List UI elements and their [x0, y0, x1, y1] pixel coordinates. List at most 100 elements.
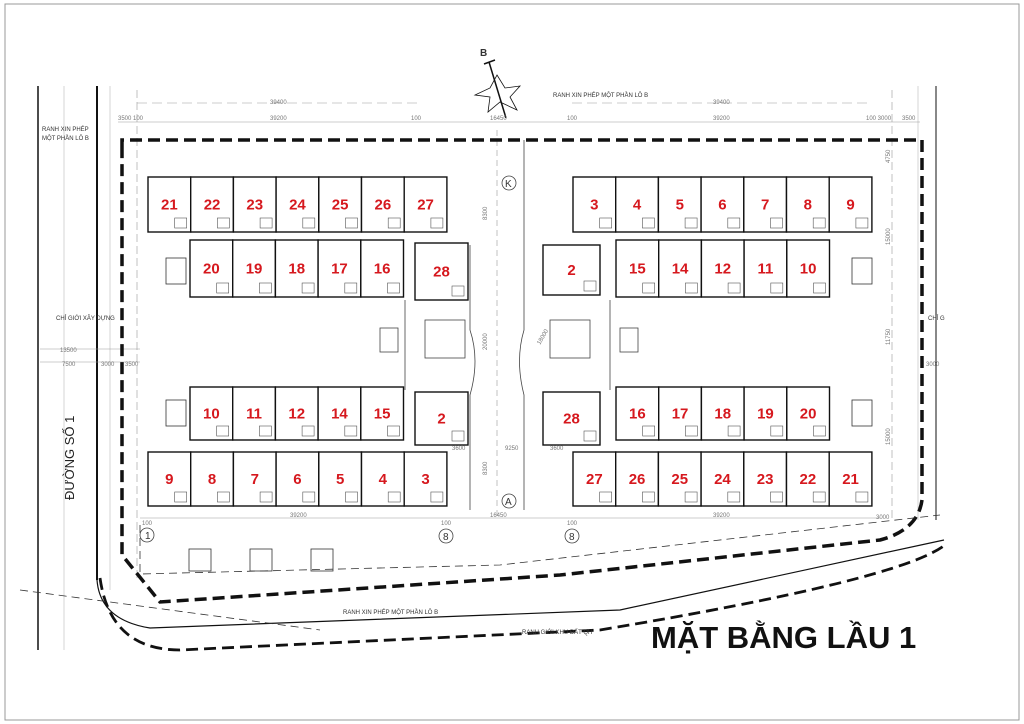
dim: 100 [441, 521, 452, 527]
unit-number: 7 [761, 197, 769, 214]
apartment-unit: 11 [743, 239, 788, 298]
bathroom-detail [344, 425, 358, 437]
unit-outline [360, 386, 405, 441]
unit-number: 4 [633, 197, 642, 214]
apartment-unit: 16 [615, 386, 660, 441]
unit-number: 16 [629, 406, 646, 423]
central-courtyard [379, 140, 639, 510]
unit-outline [360, 176, 405, 233]
unit-number: 20 [203, 261, 220, 278]
annotation-permit-boundary: RANH XIN PHÉP MỘT PHẦN LÔ B [553, 92, 648, 99]
unit-outline [189, 386, 234, 441]
axis-8-left: 8 [443, 532, 449, 543]
unit-outline [542, 391, 601, 446]
bathroom-detail [345, 217, 358, 229]
dim: 100 [411, 116, 422, 122]
unit-outline [743, 239, 788, 298]
compass-label: B [480, 48, 487, 59]
unit-number: 12 [714, 261, 731, 278]
bathroom-detail [727, 217, 741, 229]
staircase [851, 257, 873, 285]
apartment-unit: 6 [700, 176, 745, 233]
apartment-unit: 16 [360, 239, 405, 298]
apartment-unit: 27 [572, 451, 617, 507]
bathroom-detail [727, 282, 741, 294]
unit-number: 9 [846, 197, 854, 214]
bathroom-detail [685, 282, 698, 294]
apartment-unit: 12 [700, 239, 745, 298]
bathroom-detail [812, 217, 826, 229]
bathroom-detail [174, 217, 187, 229]
annotation-permit-boundary: RANH XIN PHÉP MỘT PHẦN LÔ B [343, 609, 438, 616]
dim: 16450 [490, 513, 507, 519]
apartment-unit: 5 [657, 176, 702, 233]
apartment-unit: 4 [360, 451, 405, 507]
bathroom-detail [770, 282, 784, 294]
dim: 39200 [713, 513, 730, 519]
bathroom-detail [813, 282, 826, 294]
unit-outline [403, 451, 448, 507]
bathroom-detail [302, 491, 316, 503]
dim: 8300 [483, 206, 489, 220]
unit-number: 23 [757, 471, 774, 488]
dim: 3500 [902, 116, 916, 122]
unit-outline [615, 451, 660, 507]
apartment-unit: 18 [700, 386, 745, 441]
bathroom-detail [684, 491, 698, 503]
bathroom-detail [770, 425, 784, 437]
unit-outline [189, 239, 234, 298]
bathroom-detail [387, 217, 401, 229]
unit-outline [189, 451, 235, 507]
bathroom-detail [430, 217, 444, 229]
bathroom-detail [642, 491, 655, 503]
unit-number: 3 [421, 471, 429, 488]
apartment-unit: 12 [274, 386, 319, 441]
apartment-unit: 3 [403, 451, 448, 507]
apartment-unit: 23 [232, 176, 277, 233]
unit-number: 24 [714, 471, 731, 488]
apartment-unit: 9 [828, 176, 873, 233]
apartment-unit: 6 [275, 451, 320, 507]
unit-number: 26 [375, 197, 392, 214]
dimension-lines [40, 90, 920, 580]
dim: 7500 [62, 362, 76, 368]
unit-number: 7 [251, 471, 259, 488]
apartment-unit: 2 [542, 244, 601, 296]
apartment-unit: 17 [658, 386, 703, 441]
unit-outline [785, 451, 830, 507]
bathroom-detail [259, 425, 272, 437]
unit-outline [414, 391, 469, 446]
apartment-unit: 15 [615, 239, 660, 298]
unit-number: 8 [804, 197, 812, 214]
unit-number: 11 [758, 261, 774, 278]
unit-number: 8 [208, 471, 216, 488]
unit-number: 22 [204, 197, 221, 214]
apartment-unit: 5 [318, 451, 363, 507]
bathroom-detail [216, 282, 229, 294]
unit-outline [275, 451, 320, 507]
unit-number: 22 [800, 471, 817, 488]
staircase [851, 399, 873, 427]
unit-outline [360, 239, 405, 298]
apartment-unit: 15 [360, 386, 405, 441]
unit-outline [743, 451, 788, 507]
dim: 39200 [270, 116, 287, 122]
apartment-unit: 28 [414, 242, 469, 301]
unit-outline [743, 386, 788, 441]
unit-number: 25 [671, 471, 688, 488]
road-lines [37, 86, 945, 650]
bathroom-detail [812, 491, 826, 503]
apartment-unit: 4 [615, 176, 660, 233]
bathroom-detail [642, 425, 656, 437]
apartment-unit: 10 [786, 239, 831, 298]
unit-number: 6 [293, 471, 301, 488]
unit-number: 18 [288, 261, 305, 278]
apartment-unit: 14 [658, 239, 703, 298]
unit-outline [700, 176, 745, 233]
apartment-unit: 19 [231, 239, 277, 298]
unit-outline [785, 176, 830, 233]
unit-outline [318, 451, 363, 507]
unit-number: 9 [165, 471, 173, 488]
apartment-unit: 10 [189, 386, 234, 441]
bathroom-detail [727, 425, 741, 437]
